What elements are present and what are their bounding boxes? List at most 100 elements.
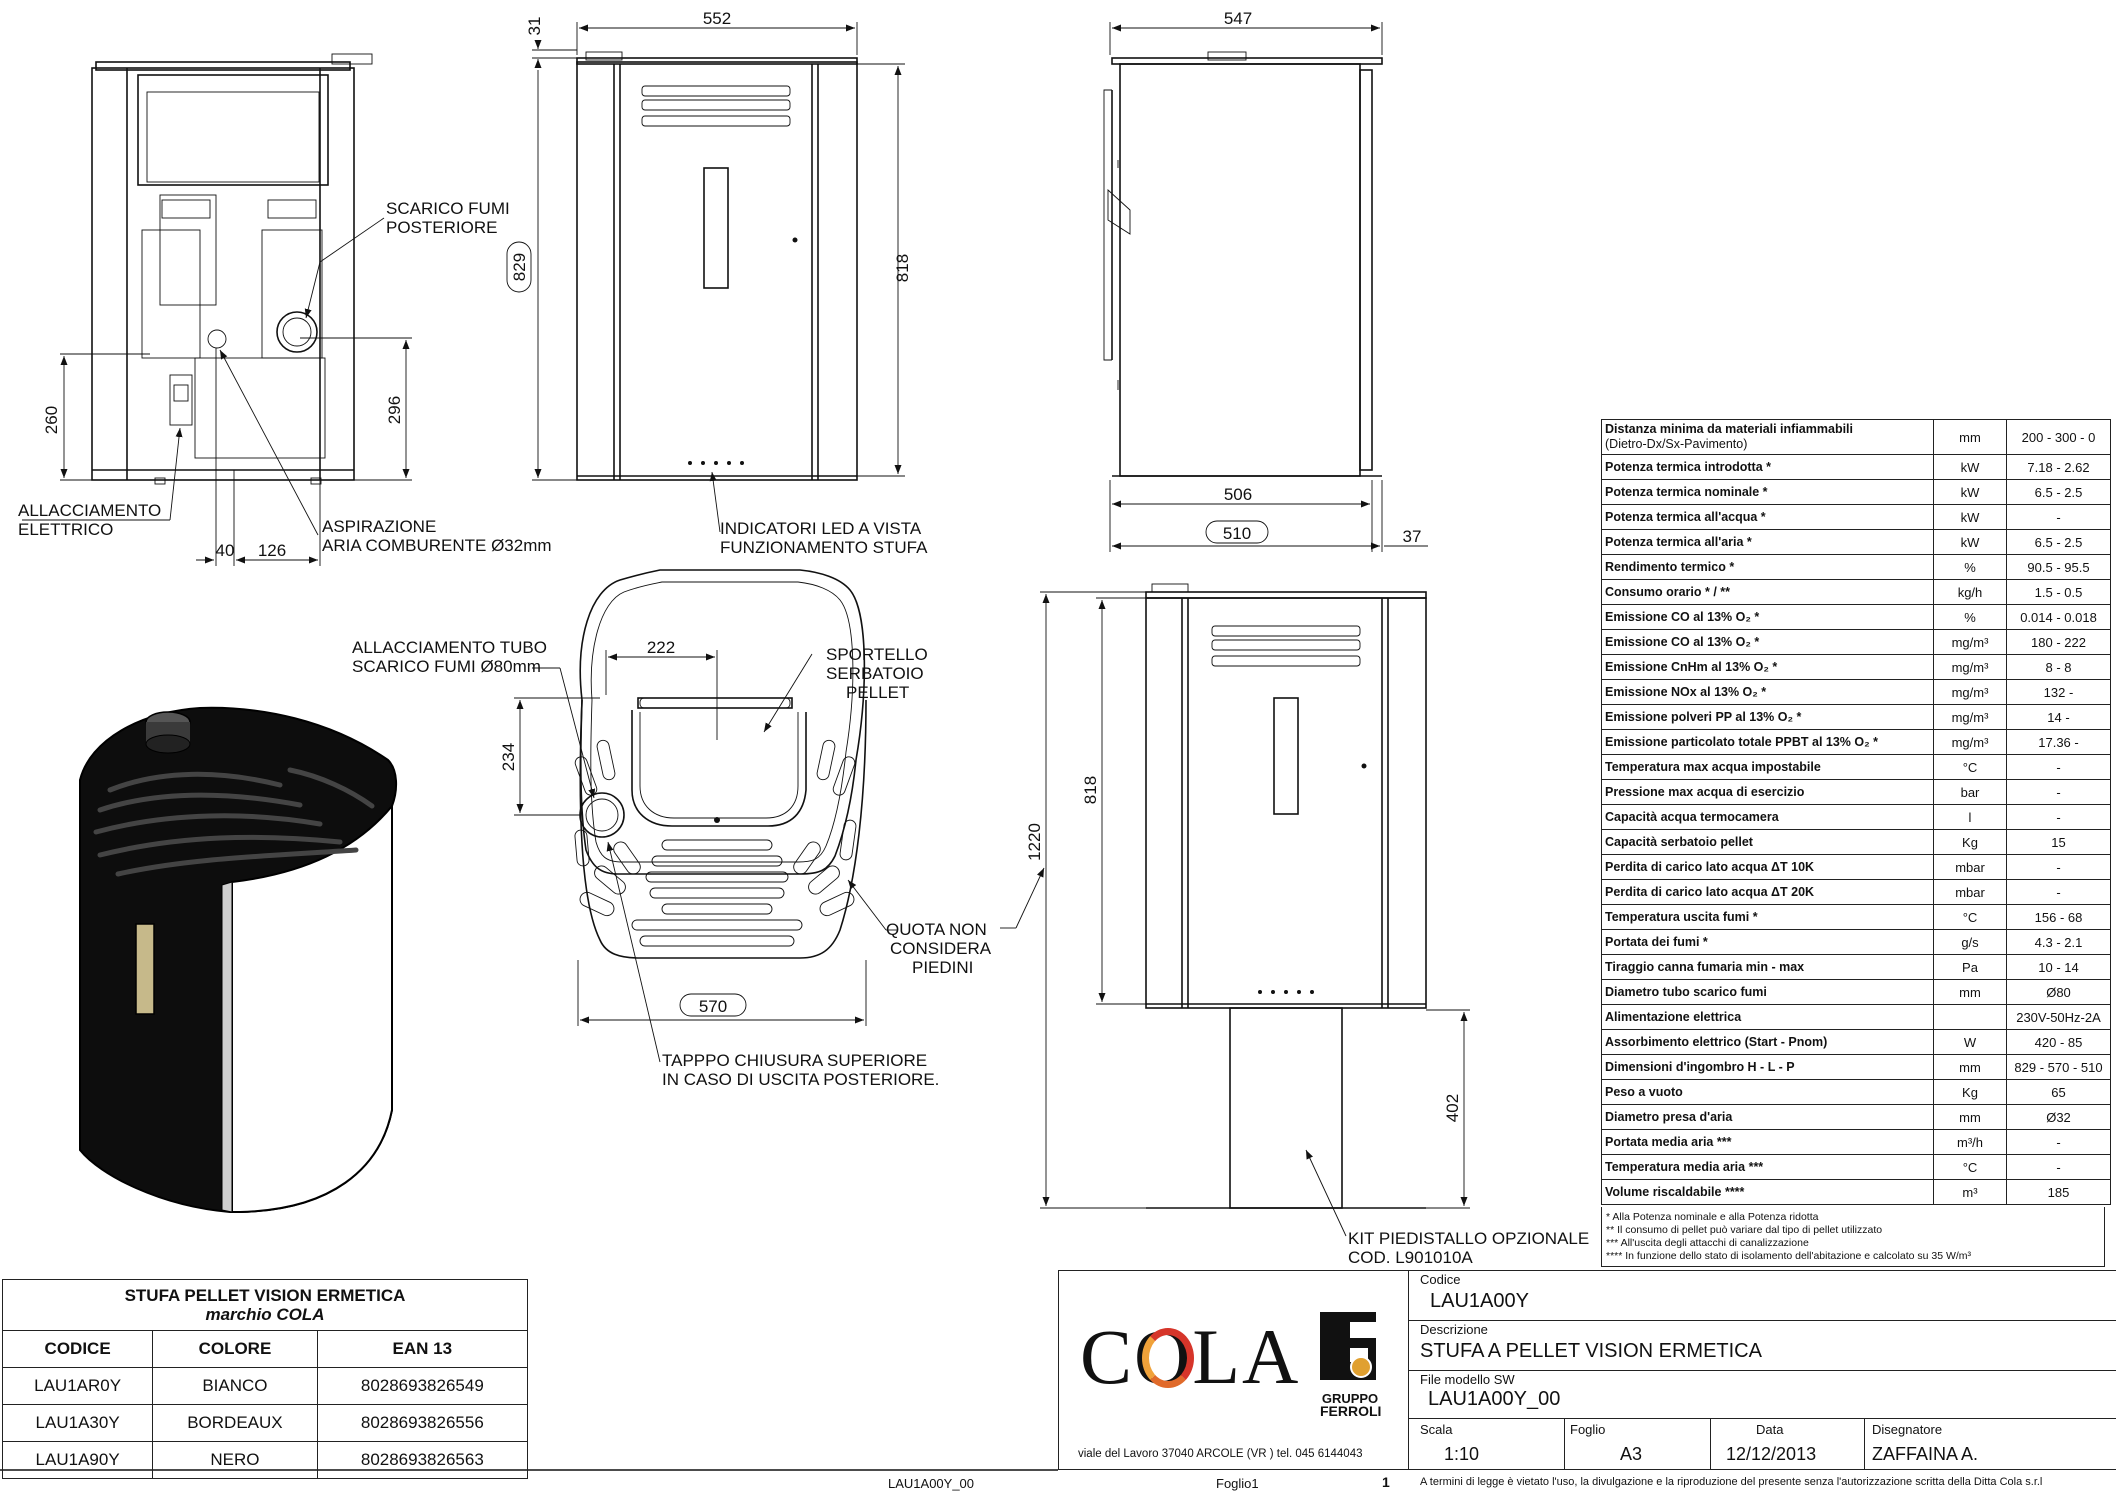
label-tubo: ALLACCIAMENTO TUBO — [352, 638, 547, 657]
spec-value: 6.5 - 2.5 — [2006, 479, 2111, 505]
stove-isometric — [79, 706, 398, 1213]
file-value: LAU1A00Y_00 — [1428, 1388, 1561, 1410]
spec-row: Emissione CO al 13% O₂ *%0.014 - 0.018 — [1601, 604, 2111, 630]
spec-header-value: 200 - 300 - 0 — [2006, 419, 2111, 455]
callout-labels: SCARICO FUMI POSTERIORE ALLACCIAMENTO EL… — [18, 199, 1589, 1267]
descrizione-label: Descrizione — [1420, 1322, 1488, 1337]
product-cell: LAU1AR0Y — [1, 1367, 154, 1405]
spec-row: Portata media aria ***m³/h- — [1601, 1129, 2111, 1155]
spec-param: Alimentazione elettrica — [1601, 1004, 1934, 1030]
scala-value: 1:10 — [1444, 1444, 1480, 1464]
spec-unit: mbar — [1933, 879, 2007, 905]
group-label: GRUPPO FERROLI — [1320, 1392, 1381, 1418]
product-cell: LAU1A90Y — [1, 1441, 154, 1479]
spec-row: Temperatura max acqua impostabile°C- — [1601, 754, 2111, 780]
label-tappo: TAPPPO CHIUSURA SUPERIORE — [662, 1051, 927, 1070]
spec-unit: kW — [1933, 454, 2007, 480]
product-cell: 8028693826556 — [316, 1404, 529, 1442]
dim-818: 818 — [893, 254, 912, 282]
spec-value: Ø32 — [2006, 1104, 2111, 1130]
spec-param: Emissione polveri PP al 13% O₂ * — [1601, 704, 1934, 730]
label-indicatori-2: FUNZIONAMENTO STUFA — [720, 538, 928, 557]
disegnatore-label: Disegnatore — [1872, 1422, 1943, 1437]
spec-value: 180 - 222 — [2006, 629, 2111, 655]
spec-unit: kW — [1933, 529, 2007, 555]
label-quota-2: CONSIDERA — [890, 939, 992, 958]
spec-param: Temperatura uscita fumi * — [1601, 904, 1934, 930]
spec-unit: kW — [1933, 479, 2007, 505]
spec-row: Emissione particolato totale PPBT al 13%… — [1601, 729, 2111, 755]
dim-552: 552 — [703, 9, 731, 28]
product-subtitle: marchio COLA — [205, 1305, 325, 1324]
label-scarico-fumi: SCARICO FUMI — [386, 199, 510, 218]
spec-value: - — [2006, 804, 2111, 830]
spec-value: - — [2006, 1129, 2111, 1155]
spec-value: - — [2006, 854, 2111, 880]
spec-unit: mg/m³ — [1933, 704, 2007, 730]
spec-table: Distanza minima da materiali infiammabil… — [1601, 419, 2111, 1205]
label-aspirazione-2: ARIA COMBURENTE Ø32mm — [322, 536, 552, 555]
spec-param: Potenza termica nominale * — [1601, 479, 1934, 505]
spec-param: Capacità acqua termocamera — [1601, 804, 1934, 830]
spec-param: Potenza termica all'aria * — [1601, 529, 1934, 555]
top-view — [574, 569, 867, 959]
dim-260: 260 — [42, 406, 61, 434]
spec-unit: mm — [1933, 1054, 2007, 1080]
dim-234: 234 — [499, 743, 518, 771]
product-header-cell: CODICE — [1, 1330, 154, 1368]
spec-unit: mg/m³ — [1933, 629, 2007, 655]
label-sportello-2: SERBATOIO — [826, 664, 924, 683]
spec-unit: Kg — [1933, 1079, 2007, 1105]
spec-value: 4.3 - 2.1 — [2006, 929, 2111, 955]
product-table: STUFA PELLET VISION ERMETICA marchio COL… — [1, 1279, 529, 1479]
spec-value: 17.36 - — [2006, 729, 2111, 755]
spec-value: 1.5 - 0.5 — [2006, 579, 2111, 605]
spec-unit: W — [1933, 1029, 2007, 1055]
dim-402: 402 — [1443, 1094, 1462, 1122]
spec-value: 15 — [2006, 829, 2111, 855]
spec-param: Dimensioni d'ingombro H - L - P — [1601, 1054, 1934, 1080]
label-sportello-3: PELLET — [846, 683, 909, 702]
spec-row: Temperatura media aria ***°C- — [1601, 1154, 2111, 1180]
spec-header-row: Distanza minima da materiali infiammabil… — [1601, 419, 2111, 455]
label-scarico-fumi-2: POSTERIORE — [386, 218, 497, 237]
spec-unit: °C — [1933, 754, 2007, 780]
foglio-value: A3 — [1620, 1444, 1643, 1464]
spec-header-line-2: (Dietro-Dx/Sx-Pavimento) — [1605, 437, 1748, 451]
data-value: 12/12/2013 — [1726, 1444, 1817, 1464]
spec-param: Emissione particolato totale PPBT al 13%… — [1601, 729, 1934, 755]
spec-unit: mg/m³ — [1933, 679, 2007, 705]
spec-value: 132 - — [2006, 679, 2111, 705]
spec-unit: Pa — [1933, 954, 2007, 980]
cola-logo-o-accent — [1142, 1328, 1194, 1388]
product-title-cell: STUFA PELLET VISION ERMETICA marchio COL… — [2, 1279, 528, 1331]
spec-unit: l — [1933, 804, 2007, 830]
foglio-label: Foglio — [1570, 1422, 1606, 1437]
label-tappo-2: IN CASO DI USCITA POSTERIORE. — [662, 1070, 939, 1089]
spec-param: Rendimento termico * — [1601, 554, 1934, 580]
dim-1220: 1220 — [1025, 823, 1044, 861]
spec-unit — [1933, 1004, 2007, 1030]
product-title-row: STUFA PELLET VISION ERMETICA marchio COL… — [2, 1279, 528, 1331]
footer-sheet: Foglio1 — [1216, 1476, 1259, 1491]
spec-value: - — [2006, 779, 2111, 805]
spec-value: - — [2006, 504, 2111, 530]
data-label: Data — [1756, 1422, 1784, 1437]
product-cell: 8028693826563 — [316, 1441, 529, 1479]
label-kit: KIT PIEDISTALLO OPZIONALE — [1348, 1229, 1589, 1248]
dim-829: 829 — [510, 253, 529, 281]
spec-value: 7.18 - 2.62 — [2006, 454, 2111, 480]
spec-value: 230V-50Hz-2A — [2006, 1004, 2111, 1030]
spec-value: 65 — [2006, 1079, 2111, 1105]
spec-unit: mg/m³ — [1933, 654, 2007, 680]
